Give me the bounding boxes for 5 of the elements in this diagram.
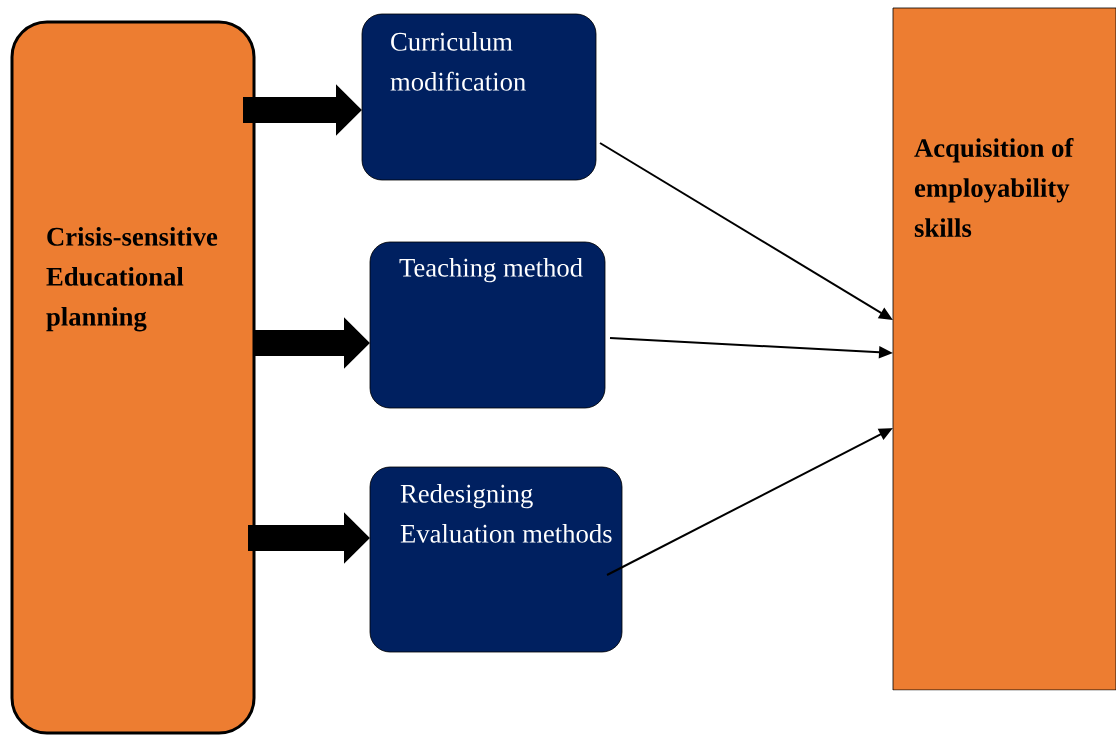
process-box: Curriculum modification (361, 13, 597, 181)
process-box: Teaching method (369, 241, 606, 409)
process-box: Redesigning Evaluation methods (369, 466, 623, 653)
planning-box: Crisis-sensitive Educational planning (10, 20, 256, 735)
outcome-box: Acquisition of employability skills (892, 7, 1116, 691)
